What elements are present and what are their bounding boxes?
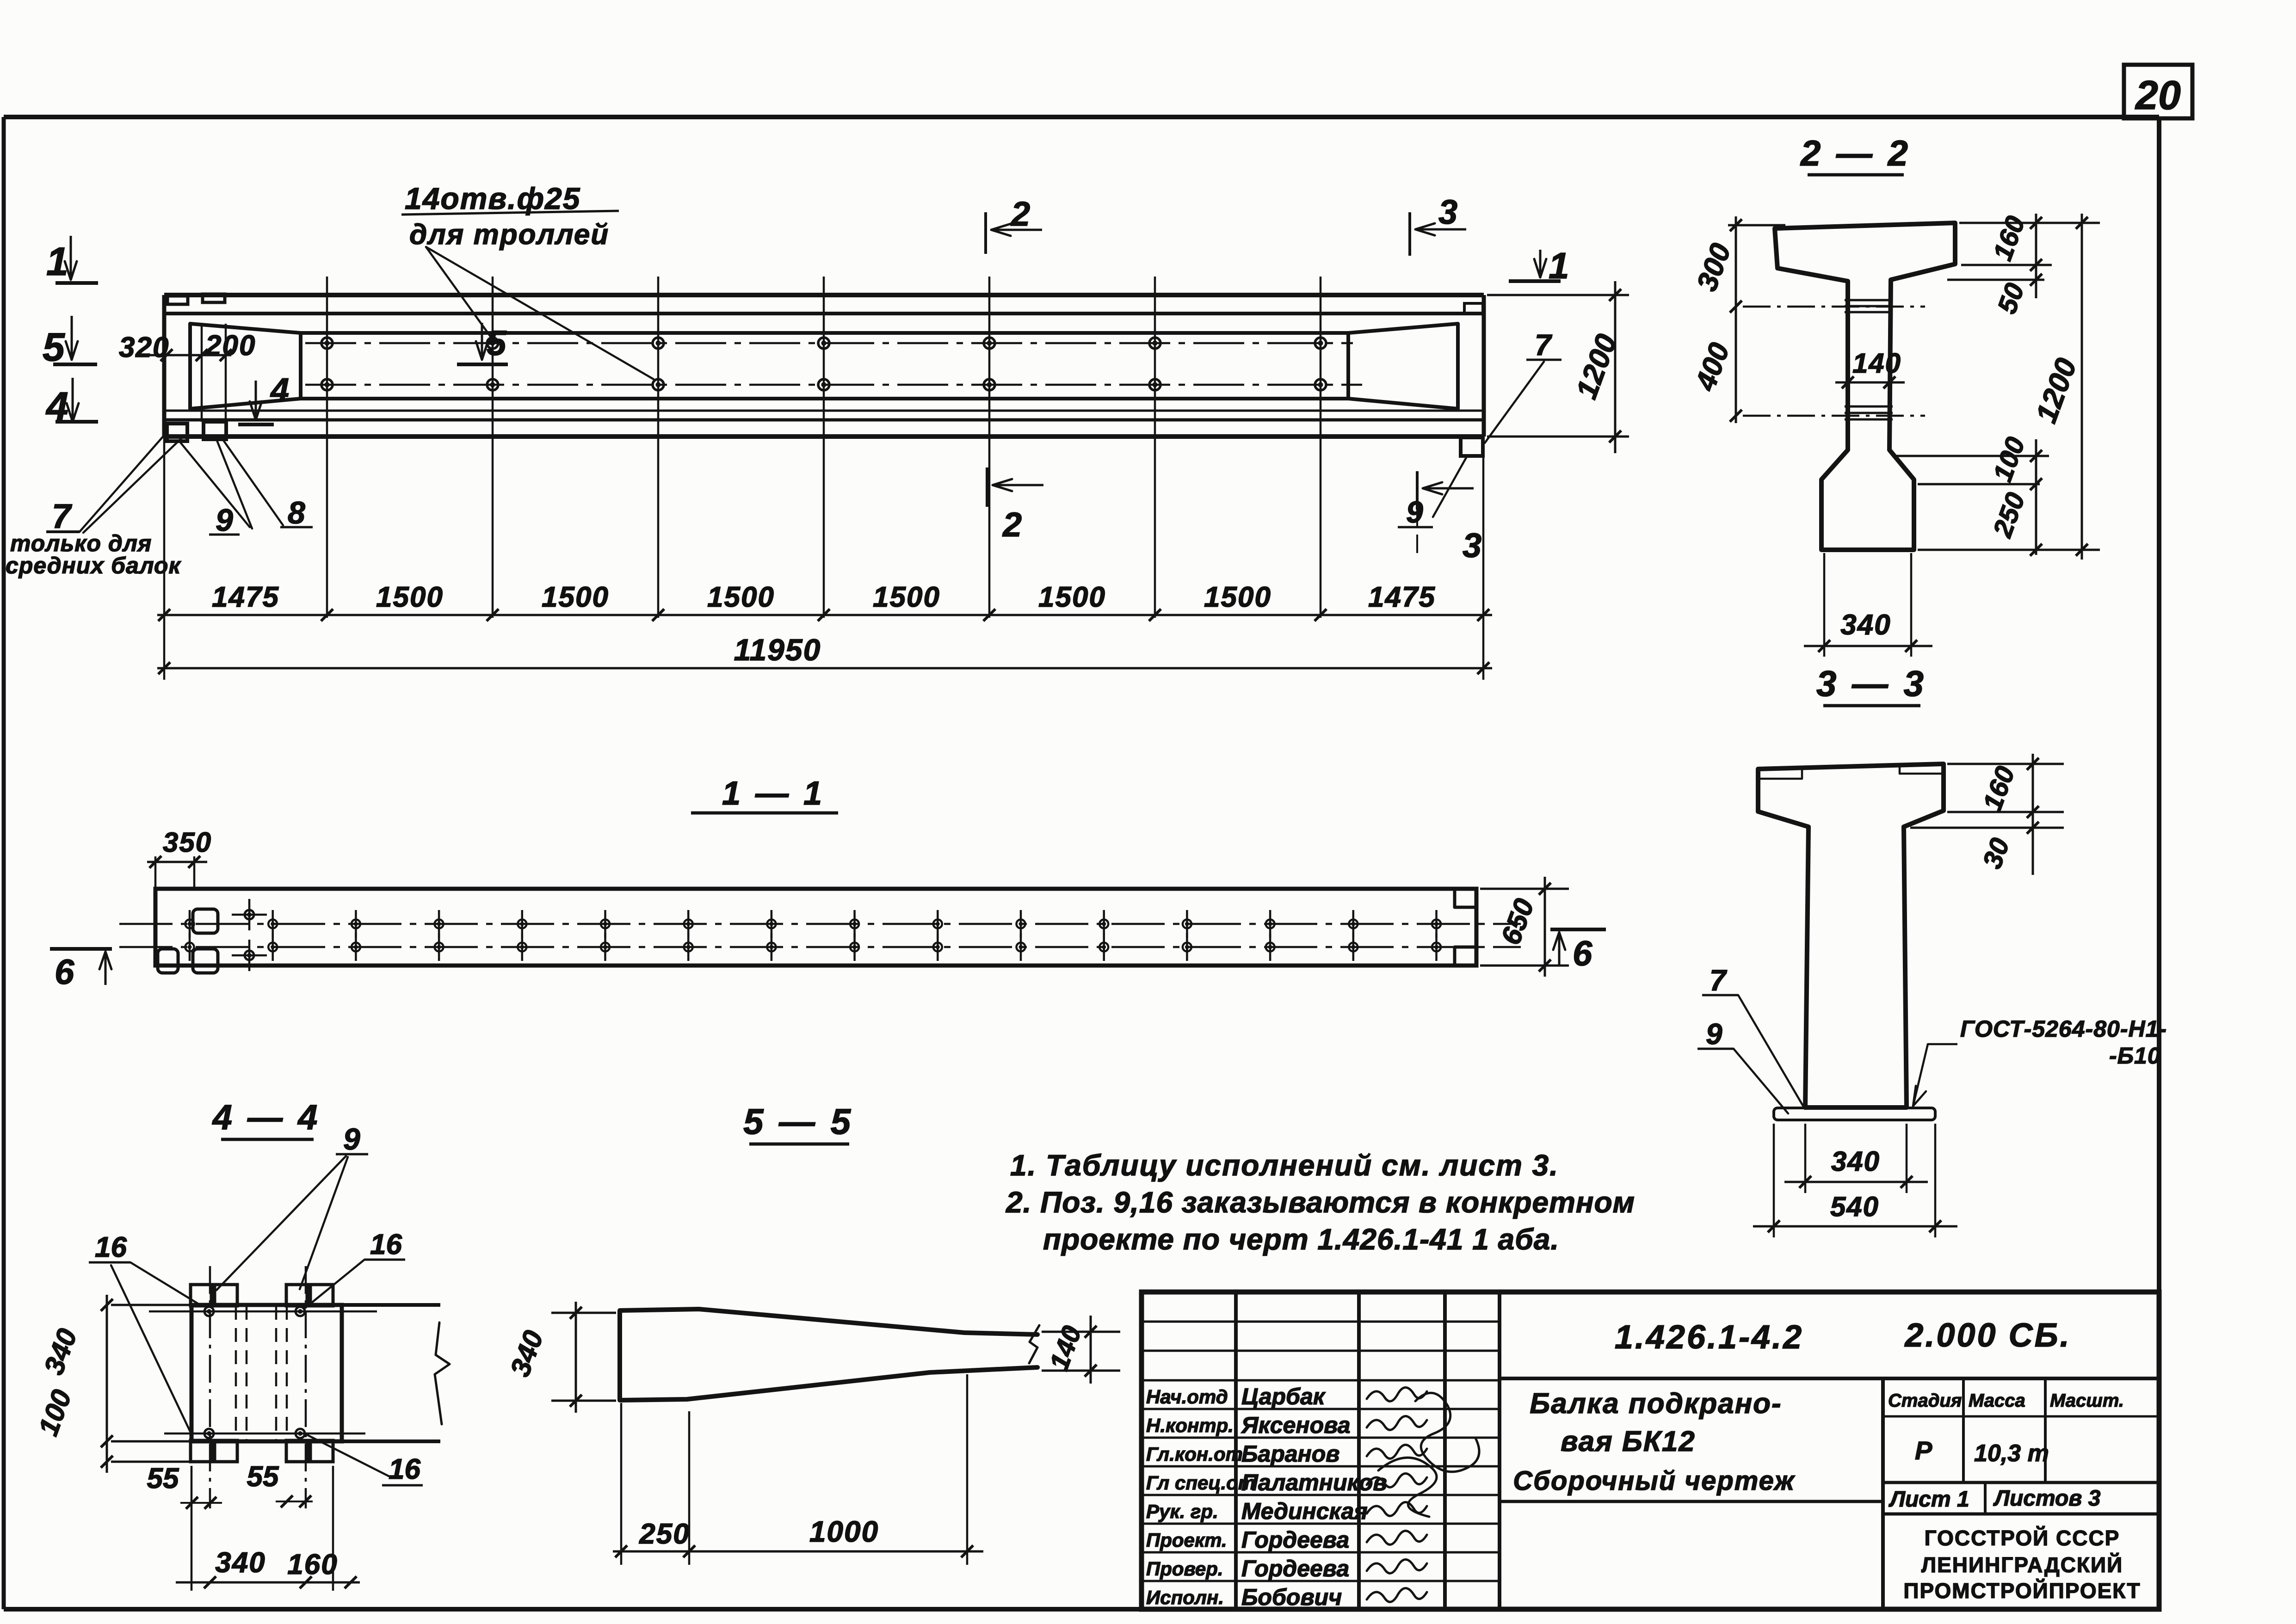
svg-text:11950: 11950 bbox=[734, 633, 821, 667]
svg-text:ПРОМСТРОЙПРОЕКТ: ПРОМСТРОЙПРОЕКТ bbox=[1903, 1579, 2141, 1603]
svg-text:5: 5 bbox=[43, 325, 65, 369]
svg-text:2: 2 bbox=[1002, 505, 1022, 544]
svg-text:Масшт.: Масшт. bbox=[2050, 1390, 2124, 1411]
svg-text:6: 6 bbox=[1573, 934, 1592, 973]
svg-text:Сборочный чертеж: Сборочный чертеж bbox=[1513, 1466, 1796, 1496]
svg-text:55: 55 bbox=[147, 1463, 179, 1495]
svg-text:Стадия: Стадия bbox=[1888, 1390, 1962, 1411]
svg-text:Гордеева: Гордеева bbox=[1241, 1527, 1349, 1553]
svg-text:1500: 1500 bbox=[873, 581, 940, 613]
svg-text:9: 9 bbox=[216, 503, 233, 538]
svg-text:2 — 2: 2 — 2 bbox=[1800, 133, 1911, 173]
svg-text:16: 16 bbox=[370, 1229, 402, 1261]
svg-text:1500: 1500 bbox=[376, 581, 444, 613]
svg-text:Гл спец.от: Гл спец.от bbox=[1146, 1472, 1255, 1494]
svg-text:9: 9 bbox=[1706, 1017, 1722, 1051]
svg-text:Масса: Масса bbox=[1969, 1390, 2025, 1411]
svg-text:2.000 СБ.: 2.000 СБ. bbox=[1904, 1317, 2071, 1354]
svg-text:320: 320 bbox=[119, 332, 169, 363]
svg-text:Гл.кон.от: Гл.кон.от bbox=[1146, 1443, 1243, 1465]
svg-text:проекте по черт 1.426.1-41 1 а: проекте по черт 1.426.1-41 1 аба. bbox=[1043, 1223, 1559, 1256]
svg-text:вая БК12: вая БК12 bbox=[1561, 1426, 1696, 1458]
svg-text:2. Поз. 9,16 заказываются в ко: 2. Поз. 9,16 заказываются в конкретном bbox=[1006, 1186, 1635, 1219]
svg-text:4 — 4: 4 — 4 bbox=[212, 1098, 321, 1137]
svg-text:340: 340 bbox=[215, 1547, 265, 1579]
svg-text:Балка подкрано-: Балка подкрано- bbox=[1530, 1388, 1782, 1420]
svg-text:9: 9 bbox=[343, 1122, 360, 1156]
svg-text:1 — 1: 1 — 1 bbox=[722, 775, 825, 812]
svg-text:16: 16 bbox=[389, 1453, 420, 1485]
svg-text:340: 340 bbox=[1831, 1146, 1880, 1177]
svg-text:Проект.: Проект. bbox=[1146, 1529, 1227, 1551]
svg-text:6: 6 bbox=[55, 953, 74, 992]
svg-text:Рук. гр.: Рук. гр. bbox=[1146, 1501, 1218, 1522]
svg-text:Р: Р bbox=[1915, 1436, 1932, 1465]
svg-text:540: 540 bbox=[1830, 1191, 1879, 1222]
svg-text:Провер.: Провер. bbox=[1146, 1558, 1223, 1580]
svg-text:Нач.отд: Нач.отд bbox=[1146, 1386, 1228, 1408]
svg-text:5: 5 bbox=[487, 324, 507, 363]
svg-text:ГОССТРОЙ СССР: ГОССТРОЙ СССР bbox=[1925, 1526, 2120, 1550]
svg-text:7: 7 bbox=[1535, 328, 1553, 362]
svg-text:20: 20 bbox=[2135, 72, 2181, 118]
svg-text:55: 55 bbox=[247, 1461, 279, 1493]
svg-text:7: 7 bbox=[1710, 964, 1728, 997]
svg-text:Бобович: Бобович bbox=[1241, 1584, 1342, 1610]
svg-text:14отв.ф25: 14отв.ф25 bbox=[405, 181, 580, 215]
svg-text:Исполн.: Исполн. bbox=[1146, 1587, 1224, 1608]
svg-text:160: 160 bbox=[287, 1549, 338, 1581]
svg-text:Мединская: Мединская bbox=[1241, 1498, 1368, 1524]
svg-text:250: 250 bbox=[639, 1518, 690, 1550]
svg-text:1500: 1500 bbox=[707, 581, 775, 613]
svg-text:340: 340 bbox=[1840, 609, 1891, 641]
svg-text:1475: 1475 bbox=[1368, 581, 1436, 613]
svg-text:3 — 3: 3 — 3 bbox=[1816, 663, 1926, 704]
svg-text:16: 16 bbox=[95, 1231, 127, 1263]
svg-text:Царбак: Царбак bbox=[1241, 1384, 1326, 1409]
svg-text:350: 350 bbox=[163, 827, 212, 858]
svg-text:8: 8 bbox=[288, 495, 305, 530]
svg-text:Лист 1: Лист 1 bbox=[1889, 1487, 1969, 1512]
svg-text:-Б10: -Б10 bbox=[2109, 1043, 2161, 1069]
svg-text:только для: только для bbox=[10, 530, 152, 556]
svg-text:4: 4 bbox=[270, 372, 289, 409]
svg-text:Баранов: Баранов bbox=[1241, 1441, 1340, 1467]
svg-text:средних балок: средних балок bbox=[6, 553, 181, 578]
svg-text:2: 2 bbox=[1010, 195, 1030, 233]
svg-text:10,3 т: 10,3 т bbox=[1974, 1440, 2049, 1467]
svg-text:140: 140 bbox=[1852, 348, 1901, 379]
svg-text:5 — 5: 5 — 5 bbox=[743, 1101, 853, 1142]
svg-text:Н.контр.: Н.контр. bbox=[1146, 1415, 1234, 1436]
svg-text:Листов 3: Листов 3 bbox=[1993, 1486, 2101, 1511]
svg-text:1500: 1500 bbox=[542, 581, 609, 613]
svg-text:Палатников: Палатников bbox=[1241, 1470, 1387, 1495]
svg-text:200: 200 bbox=[205, 330, 256, 362]
svg-text:1500: 1500 bbox=[1204, 581, 1271, 613]
svg-text:1475: 1475 bbox=[212, 581, 279, 613]
svg-text:9: 9 bbox=[1406, 495, 1423, 529]
svg-text:1000: 1000 bbox=[809, 1515, 879, 1548]
svg-text:7: 7 bbox=[52, 497, 73, 535]
svg-text:1500: 1500 bbox=[1038, 581, 1106, 613]
svg-text:1. Таблицу исполнений см. лис: 1. Таблицу исполнений см. лист 3. bbox=[1010, 1149, 1559, 1182]
svg-text:ЛЕНИНГРАДСКИЙ: ЛЕНИНГРАДСКИЙ bbox=[1921, 1553, 2123, 1577]
svg-text:Яксенова: Яксенова bbox=[1241, 1412, 1351, 1438]
svg-text:ГОСТ-5264-80-Н1-: ГОСТ-5264-80-Н1- bbox=[1960, 1016, 2167, 1042]
svg-text:1.426.1-4.2: 1.426.1-4.2 bbox=[1615, 1319, 1803, 1356]
svg-text:Гордеева: Гордеева bbox=[1241, 1556, 1349, 1581]
svg-text:для троллей: для троллей bbox=[409, 219, 609, 251]
svg-text:3: 3 bbox=[1438, 193, 1457, 231]
svg-text:3: 3 bbox=[1463, 526, 1481, 565]
